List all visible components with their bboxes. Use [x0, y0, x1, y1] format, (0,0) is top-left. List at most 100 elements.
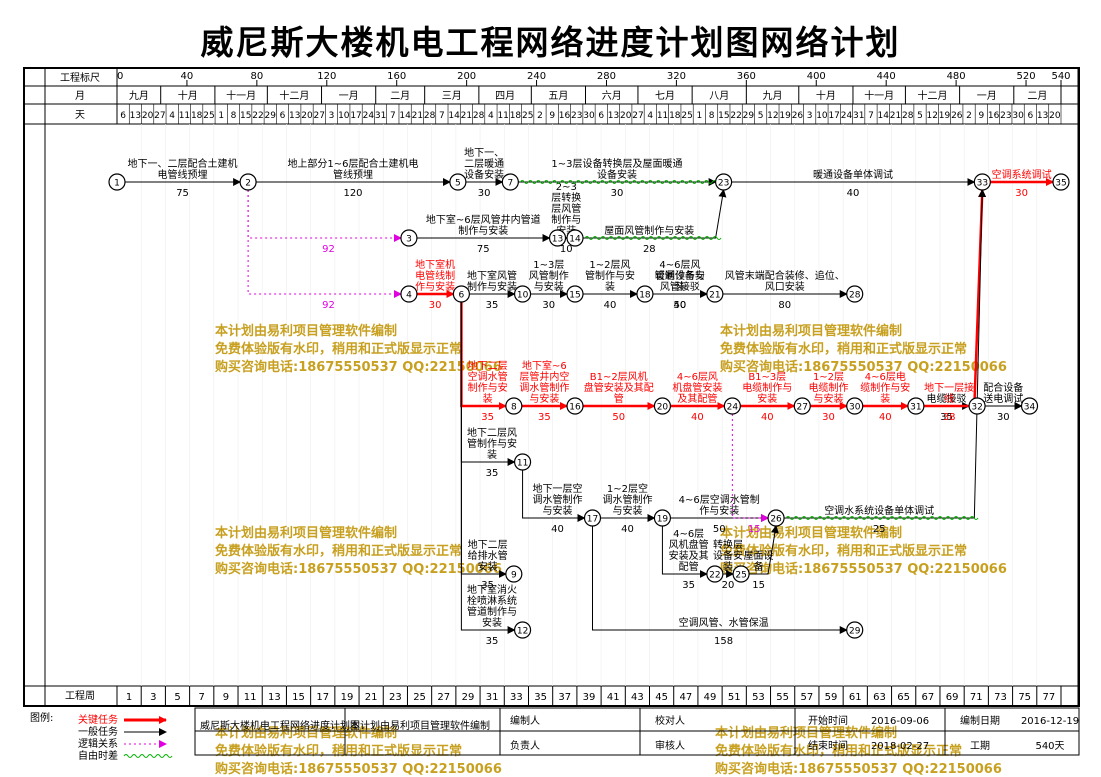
- node-circle: [501, 173, 519, 191]
- month-cell: 七月: [655, 90, 675, 102]
- scale-tick-label: 400: [807, 71, 826, 82]
- day-cell: 12: [767, 111, 778, 121]
- activity-duration: 35: [682, 580, 695, 591]
- activity-duration: 30: [542, 300, 555, 311]
- activity-duration: 40: [604, 300, 617, 311]
- day-cell: 11: [179, 111, 190, 121]
- activity-arrow: [749, 525, 779, 575]
- watermark-text: 本计划由易利项目管理软件编制: [715, 725, 897, 741]
- node-circle: [505, 565, 523, 583]
- week-cell: 29: [462, 692, 475, 703]
- node-26: 26: [767, 509, 785, 527]
- day-cell: 18: [191, 111, 203, 121]
- month-cell: 一月: [977, 90, 997, 102]
- activity-name: 空调水系统设备单体调试: [824, 504, 934, 517]
- node-label: 30: [849, 403, 861, 413]
- month-cell: 二月: [1027, 90, 1047, 102]
- day-cell: 28: [424, 111, 436, 121]
- node-20: 20: [653, 397, 672, 415]
- node-28: 28: [846, 285, 864, 303]
- activity-name: 1~3层风管制作与安装: [529, 259, 569, 293]
- month-cell: 十月: [178, 89, 198, 102]
- info-end: 2018-02-27: [871, 741, 929, 752]
- activity-name: 地下室~6层风管井内管道制作与安装: [426, 213, 541, 237]
- node-label: 32: [971, 403, 982, 413]
- day-label: 天: [75, 110, 85, 121]
- watermark-text: 免费体验版有水印，稍用和正式版显示正常: [215, 743, 462, 759]
- activity-name: 1~2层电缆制作与安装: [808, 371, 848, 405]
- activity-duration: 50: [674, 300, 687, 311]
- week-cell: 59: [825, 692, 838, 703]
- day-cell: 24: [841, 111, 853, 121]
- day-cell: 6: [1027, 111, 1033, 121]
- day-cell: 25: [522, 111, 533, 121]
- day-cell: 4: [647, 111, 653, 121]
- week-cell: 9: [223, 692, 229, 703]
- activity-duration: 35: [486, 468, 499, 479]
- node-label: 21: [709, 291, 720, 301]
- week-cell: 27: [437, 692, 450, 703]
- activity-duration: 30: [1015, 188, 1028, 199]
- day-cell: 23: [1000, 111, 1011, 121]
- node-label: 13: [552, 235, 563, 245]
- activity-duration: 35: [940, 412, 953, 423]
- activity-arrow: [460, 302, 516, 634]
- day-cell: 9: [978, 111, 984, 121]
- day-cell: 30: [1012, 111, 1024, 121]
- info-project: 威尼斯大楼机电工程网络进度计划图: [200, 719, 360, 732]
- node-circle: [400, 229, 418, 247]
- node-33: 33: [973, 173, 991, 191]
- activity-name: 1~2层空调水管制作与安装: [602, 482, 652, 517]
- day-cell: 3: [329, 111, 335, 121]
- node-label: 15: [569, 291, 580, 301]
- activity-duration: 15: [752, 580, 765, 591]
- week-cell: 33: [510, 692, 523, 703]
- day-cell: 4: [488, 111, 494, 121]
- scale-tick-label: 520: [1016, 71, 1035, 82]
- activity-name: 地下室风管制作与安装: [467, 269, 517, 293]
- day-cell: 18: [669, 111, 681, 121]
- scale-tick-label: 160: [387, 71, 406, 82]
- node-label: 10: [517, 291, 529, 301]
- activity-duration: 35: [481, 580, 494, 591]
- watermark-text: 购买咨询电话:18675550537 QQ:22150066: [215, 359, 502, 375]
- node-label: 26: [770, 515, 782, 525]
- node-27: 27: [793, 397, 811, 415]
- activity-name: 4~6层风机盘管安装及其配管: [669, 528, 709, 573]
- node-label: 28: [849, 291, 861, 301]
- week-cell: 5: [174, 692, 180, 703]
- activity-duration: 35: [481, 412, 494, 423]
- watermark-text: 本计划由易利项目管理软件编制: [215, 725, 397, 741]
- activity-duration: 35: [486, 300, 499, 311]
- node-label: 1: [114, 179, 120, 189]
- watermark-text: 本计划由易利项目管理软件编制: [720, 323, 902, 339]
- month-cell: 十二月: [918, 89, 948, 102]
- activity-duration: 25: [873, 524, 886, 535]
- node-34: 34: [1020, 397, 1039, 415]
- node-label: 6: [459, 291, 465, 301]
- node-circle: [715, 173, 733, 191]
- month-cell: 十一月: [864, 89, 894, 102]
- activity-duration: 28: [643, 244, 656, 255]
- node-label: 8: [511, 403, 517, 413]
- month-cell: 十月: [816, 89, 836, 102]
- legend-label: 关键任务: [78, 713, 118, 726]
- day-cell: 29: [265, 111, 277, 121]
- activity-6-10: 地下室风管制作与安装 35: [467, 269, 517, 311]
- activity-duration: 158: [714, 636, 733, 647]
- node-label: 11: [517, 459, 528, 469]
- activity-duration: 30: [611, 188, 624, 199]
- month-cell: 八月: [709, 90, 729, 102]
- activity-duration: 20: [722, 580, 735, 591]
- activity-name: 地上部分1~6层配合土建机电管线预埋: [287, 157, 418, 181]
- week-cell: 3: [150, 692, 156, 703]
- watermark-text: 本计划由易利项目管理软件编制: [215, 525, 397, 541]
